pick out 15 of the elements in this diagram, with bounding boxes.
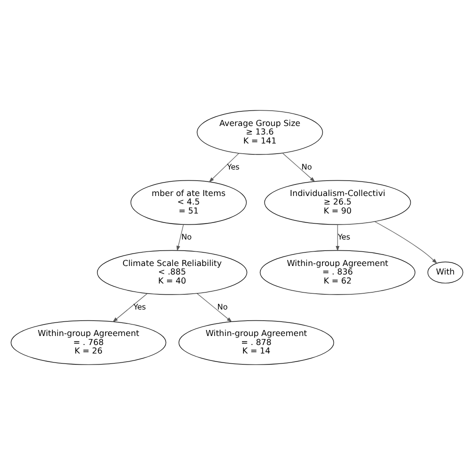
node-ellipse: Within-group Agreement = . 836 K = 62 — [260, 250, 416, 294]
node-ellipse: With — [428, 261, 464, 283]
arrow — [374, 220, 438, 264]
node-ellipse: Within-group Agreement = . 768 K = 26 — [10, 320, 166, 364]
node-ellipse: Climate Scale Reliability < .885 K = 40 — [97, 250, 248, 294]
node-ellipse: Within-group Agreement = . 878 K = 14 — [178, 320, 334, 364]
arrow — [282, 152, 316, 182]
node-ellipse: mber of ate Items < 4.5 = 51 — [130, 180, 247, 224]
arrow — [336, 224, 340, 251]
arrow — [208, 152, 240, 182]
arrow — [112, 292, 148, 322]
node-ellipse: Average Group Size ≥ 13.6 K = 141 — [196, 110, 323, 154]
arrow — [196, 292, 232, 322]
arrow — [176, 224, 184, 251]
node-ellipse: Individualism-Collectivi ≥ 26.5 K = 90 — [264, 180, 411, 224]
